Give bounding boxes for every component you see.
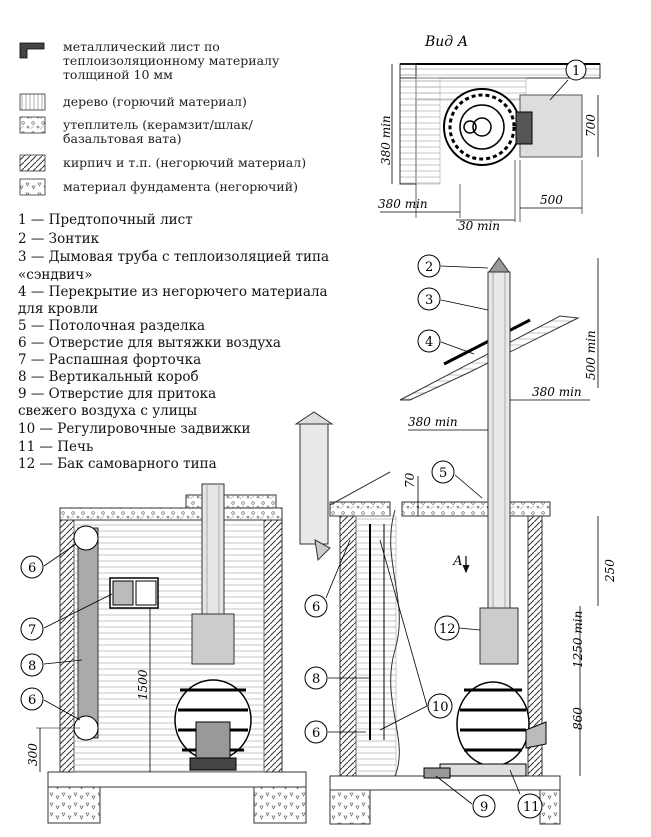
callout-6a: 6 — [28, 561, 36, 576]
view-a-dim-30: 30 min — [458, 219, 500, 233]
callout-6d: 6 — [312, 726, 320, 741]
view-a-plan: Вид А 380 min 700 380 — [378, 34, 601, 233]
callout-8b: 8 — [312, 672, 320, 687]
callout-1-label: 1 — [572, 64, 580, 79]
legend-brick-text: кирпич и т.п. (негорючий материал) — [63, 155, 307, 170]
list-item-2: 2 — Зонтик — [18, 231, 100, 247]
list-item-10: 10 — Регулировочные задвижки — [18, 421, 251, 437]
callout-7: 7 — [28, 623, 36, 638]
right-dim-380-right: 380 min — [532, 385, 582, 399]
legend-wood-text: дерево (горючий материал) — [63, 94, 247, 109]
legend-foundation-swatch — [19, 178, 46, 196]
list-item-7: 7 — Распашная форточка — [18, 352, 202, 368]
left-dim-300: 300 — [26, 743, 40, 766]
callout-11: 11 — [523, 800, 540, 815]
list-item-11: 11 — Печь — [18, 439, 94, 455]
callout-6c: 6 — [312, 600, 320, 615]
legend-wood-swatch — [19, 93, 46, 111]
callout-6b: 6 — [28, 693, 36, 708]
callout-3: 3 — [425, 293, 433, 308]
list-item-9: 9 — Отверстие для притока — [18, 386, 217, 402]
callout-4: 4 — [425, 335, 433, 350]
callout-9: 9 — [480, 800, 488, 815]
legend-insulation-text: утеплитель (керамзит/шлак/ базальтовая в… — [63, 117, 253, 146]
view-a-dim-700: 700 — [584, 114, 598, 137]
right-elevation: 500 min 380 min 380 min 70 250 1250 min … — [294, 254, 617, 825]
callout-2: 2 — [425, 260, 433, 275]
list-item-1: 1 — Предтопочный лист — [18, 212, 193, 228]
legend-foundation-text: материал фундамента (негорючий) — [63, 179, 298, 194]
view-a-dim-500: 500 — [540, 193, 563, 207]
list-item-4-cont: для кровли — [18, 301, 99, 317]
list-item-5: 5 — Потолочная разделка — [18, 318, 206, 334]
right-dim-380-left: 380 min — [408, 415, 458, 429]
vertical-duct-left — [77, 527, 99, 739]
list-item-8: 8 — Вертикальный короб — [18, 369, 199, 385]
right-dim-500: 500 min — [584, 330, 598, 380]
list-item-6: 6 — Отверстие для вытяжки воздуха — [18, 335, 281, 351]
view-a-title: Вид А — [424, 34, 468, 50]
left-elevation: 1500 300 6 7 8 6 — [20, 483, 307, 824]
view-a-dim-380-horizontal: 380 min — [378, 197, 428, 211]
legend-metal-swatch — [19, 42, 45, 59]
callout-1-circle — [565, 59, 587, 81]
list-item-3-cont: «сэндвич» — [18, 267, 93, 283]
callout-10: 10 — [432, 700, 449, 715]
list-item-12: 12 — Бак самоварного типа — [18, 456, 217, 472]
legend-brick-swatch — [19, 154, 46, 172]
right-dim-1250: 1250 min — [571, 611, 585, 668]
callout-12: 12 — [439, 622, 456, 637]
right-dim-860: 860 — [571, 707, 585, 730]
list-item-3: 3 — Дымовая труба с теплоизоляцией типа — [18, 249, 330, 265]
legend-insulation-swatch — [19, 116, 46, 134]
left-dim-1500: 1500 — [136, 669, 150, 700]
right-dim-70: 70 — [403, 472, 417, 488]
view-a-arrow-label: А — [452, 554, 463, 569]
callout-5: 5 — [439, 466, 447, 481]
legend-swatches — [19, 42, 46, 196]
legend-metal-text: металлический лист по теплоизоляционному… — [63, 39, 280, 82]
callout-8: 8 — [28, 659, 36, 674]
view-a-dim-380-vertical: 380 min — [379, 115, 393, 165]
right-dim-250: 250 — [603, 559, 617, 583]
list-item-9-cont: свежего воздуха с улицы — [18, 403, 198, 419]
list-item-4: 4 — Перекрытие из негорючего материала — [18, 284, 328, 300]
